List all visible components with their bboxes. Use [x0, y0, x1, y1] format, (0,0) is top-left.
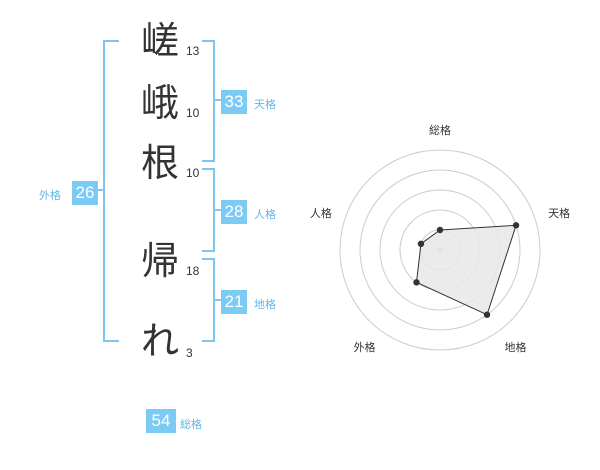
jinkaku-label: 人格 [254, 208, 276, 221]
radar-point-4 [413, 279, 420, 286]
name-char-4: 帰 [140, 239, 179, 283]
stroke-count-5: 3 [186, 346, 193, 360]
radar-axis-label-4: 外格 [353, 340, 375, 354]
radar-grid-ring-4 [359, 169, 521, 331]
stroke-count-4: 18 [186, 264, 200, 278]
jinkaku-score: 28 [221, 200, 247, 224]
tenkaku-label: 天格 [254, 98, 276, 111]
stroke-count-2: 10 [186, 106, 200, 120]
gaikaku-score: 26 [72, 181, 98, 205]
soukaku-label: 総格 [180, 418, 202, 431]
chikaku-score: 21 [221, 290, 247, 314]
radar-grid-ring-5 [339, 149, 541, 351]
name-char-2: 峨 [140, 81, 179, 125]
radar-value-polygon [415, 224, 517, 316]
radar-axis-label-3: 地格 [505, 340, 527, 354]
radar-axis-label-5: 人格 [310, 206, 332, 220]
radar-point-2 [512, 222, 520, 229]
jinkaku-tick [213, 209, 221, 211]
soukaku-score: 54 [146, 409, 176, 433]
tenkaku-bracket [202, 40, 215, 162]
radar-axis-label-2: 天格 [548, 206, 570, 220]
name-char-5: れ [140, 319, 179, 363]
tenkaku-score: 33 [221, 90, 247, 114]
tenkaku-tick [213, 99, 221, 101]
gaikaku-bracket [103, 40, 119, 342]
gaikaku-tick [97, 189, 104, 191]
gaikaku-label: 外格 [39, 189, 61, 202]
radar-axis-label-1: 総格 [429, 123, 451, 137]
name-char-1: 嵯 [140, 19, 179, 63]
name-char-3: 根 [140, 141, 179, 185]
radar-point-1 [436, 226, 444, 234]
stroke-count-1: 13 [186, 44, 200, 58]
stroke-count-3: 10 [186, 166, 200, 180]
radar-point-3 [483, 311, 491, 318]
chikaku-tick [213, 299, 221, 301]
chikaku-label: 地格 [254, 298, 276, 311]
radar-point-5 [417, 240, 425, 248]
